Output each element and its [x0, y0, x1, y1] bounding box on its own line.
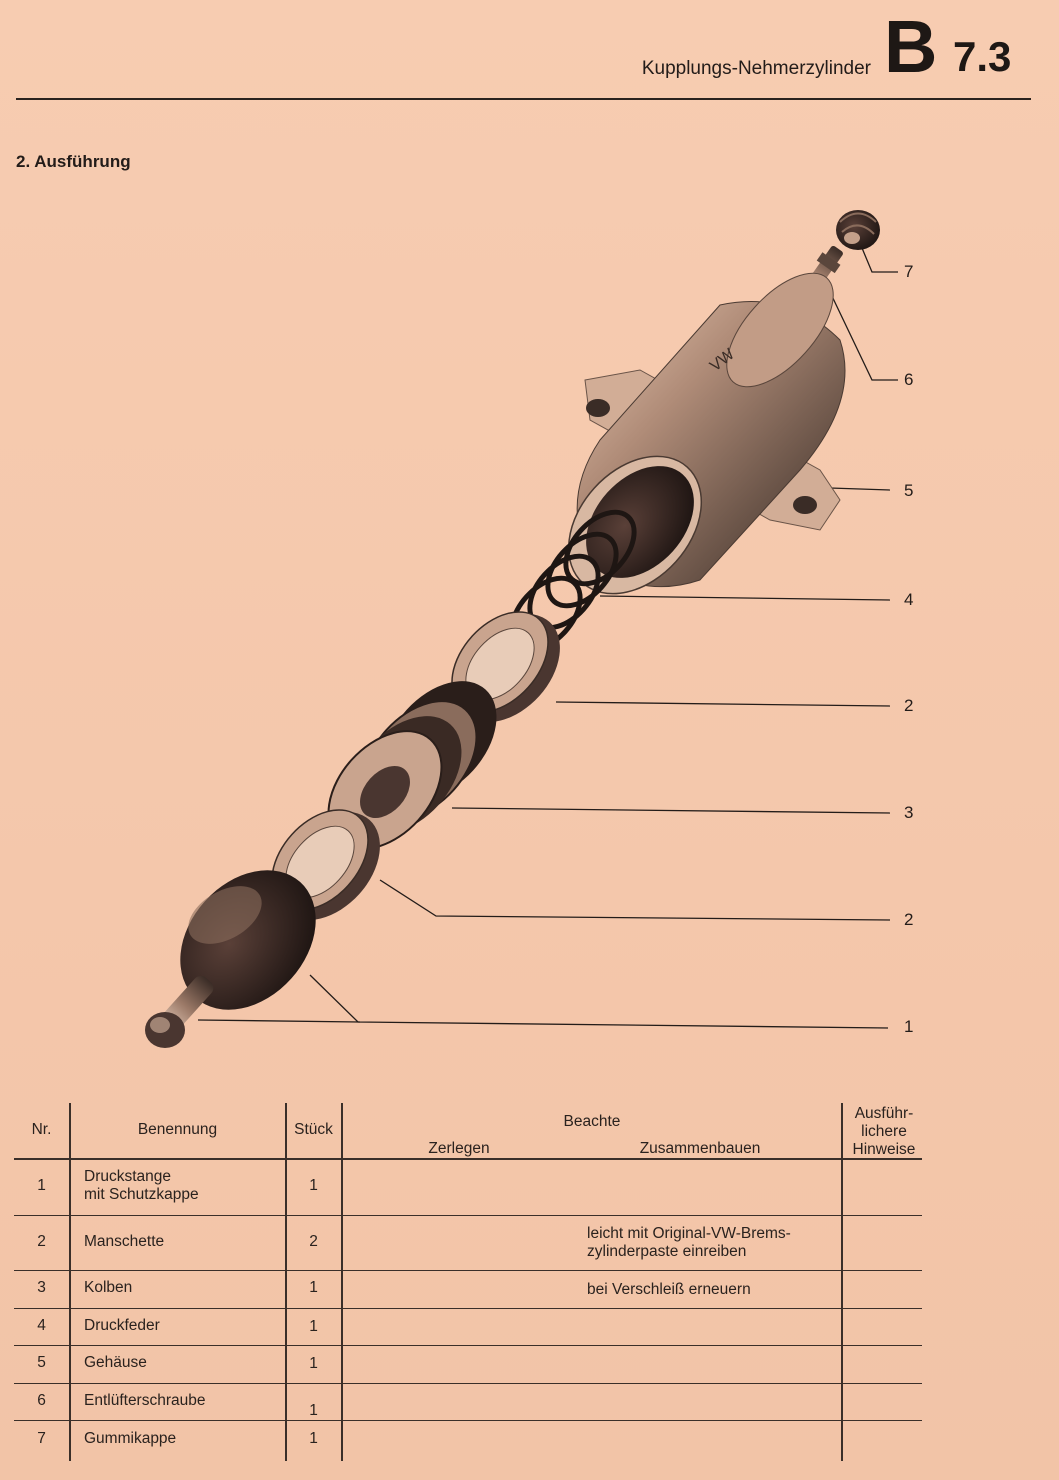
part-piston	[327, 681, 497, 850]
callout-5: 5	[904, 481, 914, 500]
row-5-name: Gehäuse	[84, 1354, 147, 1371]
row-5-qty: 1	[309, 1355, 318, 1372]
row-4-qty: 1	[309, 1318, 318, 1335]
row-3-note: bei Verschleiß erneuern	[587, 1281, 751, 1298]
header-benennung: Benennung	[137, 1121, 218, 1138]
row-2-note-line1: leicht mit Original-VW-Brems-	[587, 1225, 791, 1242]
part-rubber-cap	[836, 210, 880, 250]
leader-lines	[197, 247, 898, 1029]
header-zusammenbauen: Zusammenbauen	[639, 1140, 761, 1157]
row-7-qty: 1	[309, 1430, 318, 1447]
row-6-qty: 1	[309, 1402, 318, 1419]
callout-3: 3	[904, 803, 914, 822]
part-pushrod-with-boot	[145, 870, 316, 1048]
row-3-name: Kolben	[84, 1279, 133, 1296]
row-2-name: Manschette	[84, 1233, 165, 1250]
callout-7: 7	[904, 262, 914, 281]
row-1-nr: 1	[37, 1177, 46, 1194]
row-4-nr: 4	[37, 1317, 46, 1334]
callout-2-lower: 2	[904, 910, 914, 929]
header-zerlegen: Zerlegen	[428, 1140, 490, 1157]
header-hinweise-3: Hinweise	[852, 1141, 916, 1158]
callout-2-upper: 2	[904, 696, 914, 715]
section-title: 2. Ausführung	[16, 152, 131, 171]
section-number: 7.3	[953, 33, 1012, 80]
row-1-name-line1: Druckstange	[84, 1168, 172, 1185]
header-nr: Nr.	[31, 1121, 52, 1138]
row-2-qty: 2	[309, 1233, 318, 1250]
row-3-nr: 3	[37, 1279, 46, 1296]
row-1-qty: 1	[309, 1177, 318, 1194]
row-6-name: Entlüfterschraube	[84, 1392, 206, 1409]
row-3-qty: 1	[309, 1279, 318, 1296]
row-7-name: Gummikappe	[84, 1430, 177, 1447]
header-hinweise-1: Ausführ-	[854, 1105, 914, 1122]
header-beachte: Beachte	[563, 1113, 621, 1130]
group-letter: B	[884, 5, 938, 88]
row-6-nr: 6	[37, 1392, 46, 1409]
row-1-name-line2: mit Schutzkappe	[84, 1186, 199, 1203]
row-2-note-line2: zylinderpaste einreiben	[587, 1243, 747, 1260]
row-7-nr: 7	[37, 1430, 46, 1447]
callout-4: 4	[904, 590, 914, 609]
callout-1: 1	[904, 1017, 914, 1036]
header-hinweise-2: lichere	[861, 1123, 907, 1140]
header-rule	[16, 98, 1031, 100]
exploded-view-figure: VW	[145, 210, 898, 1048]
page-header-title: Kupplungs-Nehmerzylinder	[641, 58, 871, 79]
callout-6: 6	[904, 370, 914, 389]
row-4-name: Druckfeder	[84, 1317, 160, 1334]
row-2-nr: 2	[37, 1233, 46, 1250]
header-stueck: Stück	[294, 1121, 333, 1138]
parts-table: Nr. Benennung Stück Beachte Zerlegen Zus…	[0, 1100, 1059, 1470]
part-housing: VW	[567, 272, 846, 595]
row-5-nr: 5	[37, 1354, 46, 1371]
